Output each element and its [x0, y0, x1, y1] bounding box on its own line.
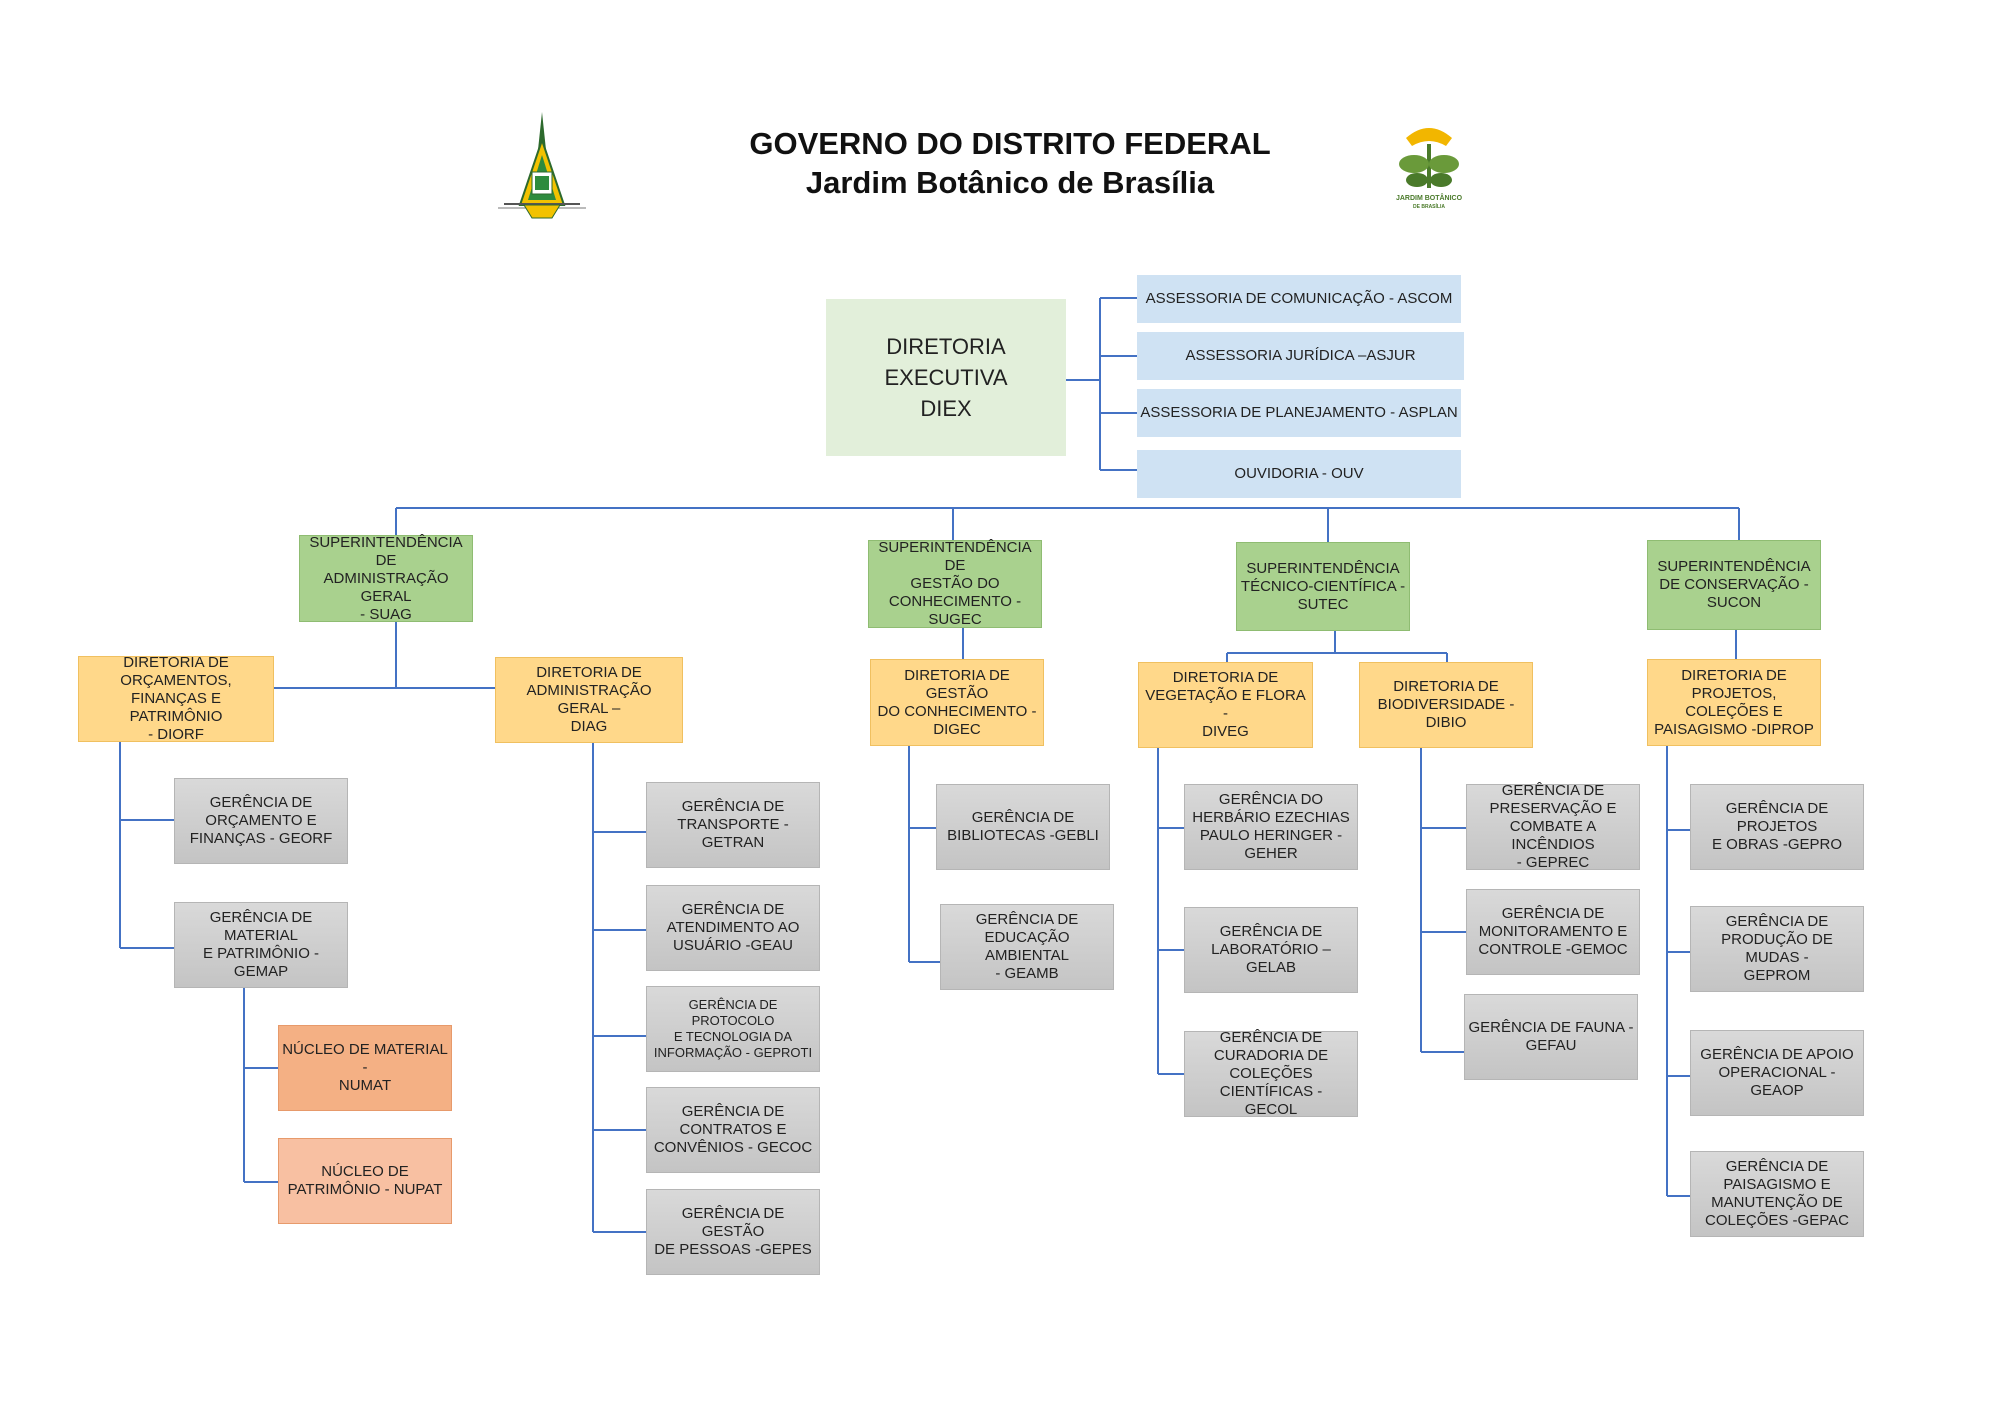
node-diorf: DIRETORIA DE ORÇAMENTOS, FINANÇAS E PATR… — [78, 654, 274, 743]
node-gemap: GERÊNCIA DE MATERIAL E PATRIMÔNIO - GEMA… — [174, 902, 348, 988]
gdf-emblem-logo — [498, 112, 586, 219]
node-numat: NÚCLEO DE MATERIAL - NUMAT — [278, 1025, 452, 1111]
logo-subtext: DE BRASÍLIA — [1413, 202, 1445, 210]
node-gepac: GERÊNCIA DE PAISAGISMO E MANUTENÇÃO DE C… — [1690, 1151, 1864, 1237]
node-gepes: GERÊNCIA DE GESTÃO DE PESSOAS -GEPES — [646, 1189, 820, 1275]
node-sugec: SUPERINTENDÊNCIA DE GESTÃO DO CONHECIMEN… — [868, 539, 1042, 628]
node-gepro: GERÊNCIA DE PROJETOS E OBRAS -GEPRO — [1690, 784, 1864, 870]
node-ascom: ASSESSORIA DE COMUNICAÇÃO - ASCOM — [1137, 275, 1461, 323]
page-title: GOVERNO DO DISTRITO FEDERAL — [749, 126, 1271, 161]
node-suag: SUPERINTENDÊNCIA DE ADMINISTRAÇÃO GERAL … — [299, 534, 473, 623]
node-gelab: GERÊNCIA DE LABORATÓRIO – GELAB — [1184, 907, 1358, 993]
node-diprop: DIRETORIA DE PROJETOS, COLEÇÕES E PAISAG… — [1647, 659, 1821, 746]
node-diag: DIRETORIA DE ADMINISTRAÇÃO GERAL – DIAG — [495, 657, 683, 743]
node-gebli: GERÊNCIA DE BIBLIOTECAS -GEBLI — [936, 784, 1110, 870]
node-dibio: DIRETORIA DE BIODIVERSIDADE - DIBIO — [1359, 662, 1533, 748]
node-gefau: GERÊNCIA DE FAUNA - GEFAU — [1464, 994, 1638, 1080]
logo-text: JARDIM BOTÂNICO — [1396, 193, 1463, 202]
node-gecoc: GERÊNCIA DE CONTRATOS E CONVÊNIOS - GECO… — [646, 1087, 820, 1173]
node-digec: DIRETORIA DE GESTÃO DO CONHECIMENTO - DI… — [870, 659, 1044, 746]
node-diveg: DIRETORIA DE VEGETAÇÃO E FLORA - DIVEG — [1138, 662, 1313, 748]
node-nupat: NÚCLEO DE PATRIMÔNIO - NUPAT — [278, 1138, 452, 1224]
jardim-botanico-logo: JARDIM BOTÂNICO DE BRASÍLIA — [1396, 128, 1463, 210]
node-getran: GERÊNCIA DE TRANSPORTE - GETRAN — [646, 782, 820, 868]
node-diex: DIRETORIA EXECUTIVA DIEX — [826, 299, 1066, 456]
node-geaop: GERÊNCIA DE APOIO OPERACIONAL - GEAOP — [1690, 1030, 1864, 1116]
node-gecol: GERÊNCIA DE CURADORIA DE COLEÇÕES CIENTÍ… — [1184, 1029, 1358, 1118]
node-ouv: OUVIDORIA - OUV — [1137, 450, 1461, 498]
node-sutec: SUPERINTENDÊNCIA TÉCNICO-CIENTÍFICA - SU… — [1236, 542, 1410, 631]
node-asjur: ASSESSORIA JURÍDICA –ASJUR — [1137, 332, 1464, 380]
node-asplan: ASSESSORIA DE PLANEJAMENTO - ASPLAN — [1137, 389, 1461, 437]
node-geprom: GERÊNCIA DE PRODUÇÃO DE MUDAS - GEPROM — [1690, 906, 1864, 992]
page-subtitle: Jardim Botânico de Brasília — [805, 165, 1215, 200]
node-geproti: GERÊNCIA DE PROTOCOLO E TECNOLOGIA DA IN… — [646, 986, 820, 1072]
node-geher: GERÊNCIA DO HERBÁRIO EZECHIAS PAULO HERI… — [1184, 784, 1358, 870]
node-georf: GERÊNCIA DE ORÇAMENTO E FINANÇAS - GEORF — [174, 778, 348, 864]
node-geamb: GERÊNCIA DE EDUCAÇÃO AMBIENTAL - GEAMB — [940, 904, 1114, 990]
node-geprec: GERÊNCIA DE PRESERVAÇÃO E COMBATE A INCÊ… — [1466, 782, 1640, 871]
node-geau: GERÊNCIA DE ATENDIMENTO AO USUÁRIO -GEAU — [646, 885, 820, 971]
node-sucon: SUPERINTENDÊNCIA DE CONSERVAÇÃO - SUCON — [1647, 540, 1821, 630]
node-gemoc: GERÊNCIA DE MONITORAMENTO E CONTROLE -GE… — [1466, 889, 1640, 975]
